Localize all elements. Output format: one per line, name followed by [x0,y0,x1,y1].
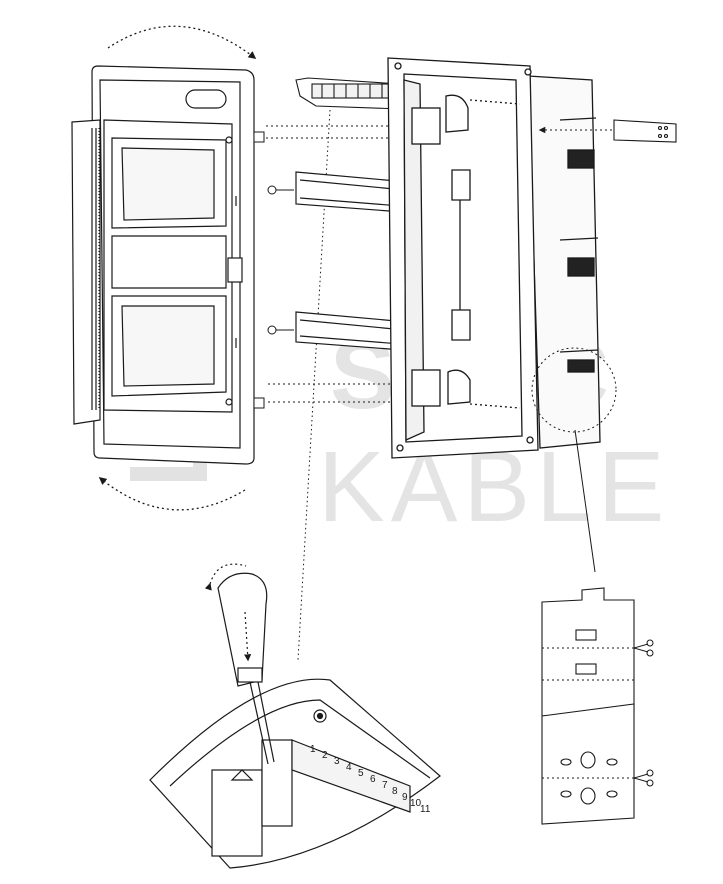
terminal-number: 6 [370,774,376,785]
terminal-number: 3 [334,756,340,767]
mounting-frame [387,57,601,459]
rotate-top-arrow [107,25,257,59]
terminal-number: 5 [358,768,364,779]
side-clip [538,119,677,143]
front-door [71,65,255,465]
terminal-number: 1 [310,744,316,755]
detail-circle [531,347,617,433]
clip-cut-detail [541,587,635,825]
hinge-guides [253,125,410,409]
terminal-number: 2 [322,750,328,761]
terminal-number: 8 [392,786,398,797]
scissors-icon [633,639,654,657]
screwdriver-detail [149,563,441,869]
terminal-number: 7 [382,780,388,791]
terminal-number: 11 [420,804,431,815]
terminal-number: 4 [346,762,352,773]
terminal-number: 9 [402,792,408,803]
terminal-number: 10 [410,798,422,809]
terminal-numbers: 1 2 3 4 5 6 7 8 9 10 11 [310,744,431,815]
detail-guide-line [297,109,331,661]
scissors-icon [633,769,654,787]
rotate-bottom-arrow [98,477,246,511]
detail-leader [574,429,596,573]
